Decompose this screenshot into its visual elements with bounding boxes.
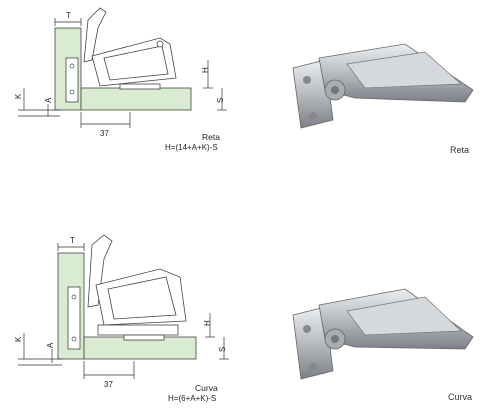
formula-curva: H=(6+A+K)-S bbox=[168, 394, 216, 403]
photo-label-reta: Reta bbox=[450, 145, 470, 155]
caption-curva: Curva bbox=[195, 383, 218, 393]
dim-a: A bbox=[46, 342, 55, 348]
caption-reta: Reta bbox=[202, 132, 220, 142]
curva-hinge-drawing: T H S K A 37 Curva H=(6+A+K)-S bbox=[14, 234, 229, 403]
reta-hinge-photo bbox=[292, 43, 474, 129]
dim-width: 37 bbox=[104, 380, 113, 389]
hinge-arm-sketch bbox=[83, 7, 177, 90]
dim-t: T bbox=[70, 236, 75, 245]
dim-a: A bbox=[44, 97, 53, 103]
dim-k: K bbox=[14, 93, 23, 99]
dim-h: H bbox=[203, 320, 212, 326]
formula-reta: H=(14+A+K)-S bbox=[165, 143, 218, 152]
reta-hinge-drawing: T H S K A 37 Reta H=(14+A+K)-S bbox=[14, 7, 227, 152]
cabinet-panel bbox=[80, 87, 192, 111]
dim-s: S bbox=[218, 347, 227, 352]
photo-label-curva: Curva bbox=[448, 392, 473, 402]
dim-t: T bbox=[66, 11, 71, 20]
dim-h: H bbox=[201, 67, 210, 73]
dim-width: 37 bbox=[100, 129, 109, 138]
dim-k: K bbox=[14, 336, 23, 342]
dim-s: S bbox=[216, 98, 225, 103]
hinge-arm-sketch bbox=[87, 234, 187, 341]
curva-hinge-photo bbox=[292, 288, 474, 380]
